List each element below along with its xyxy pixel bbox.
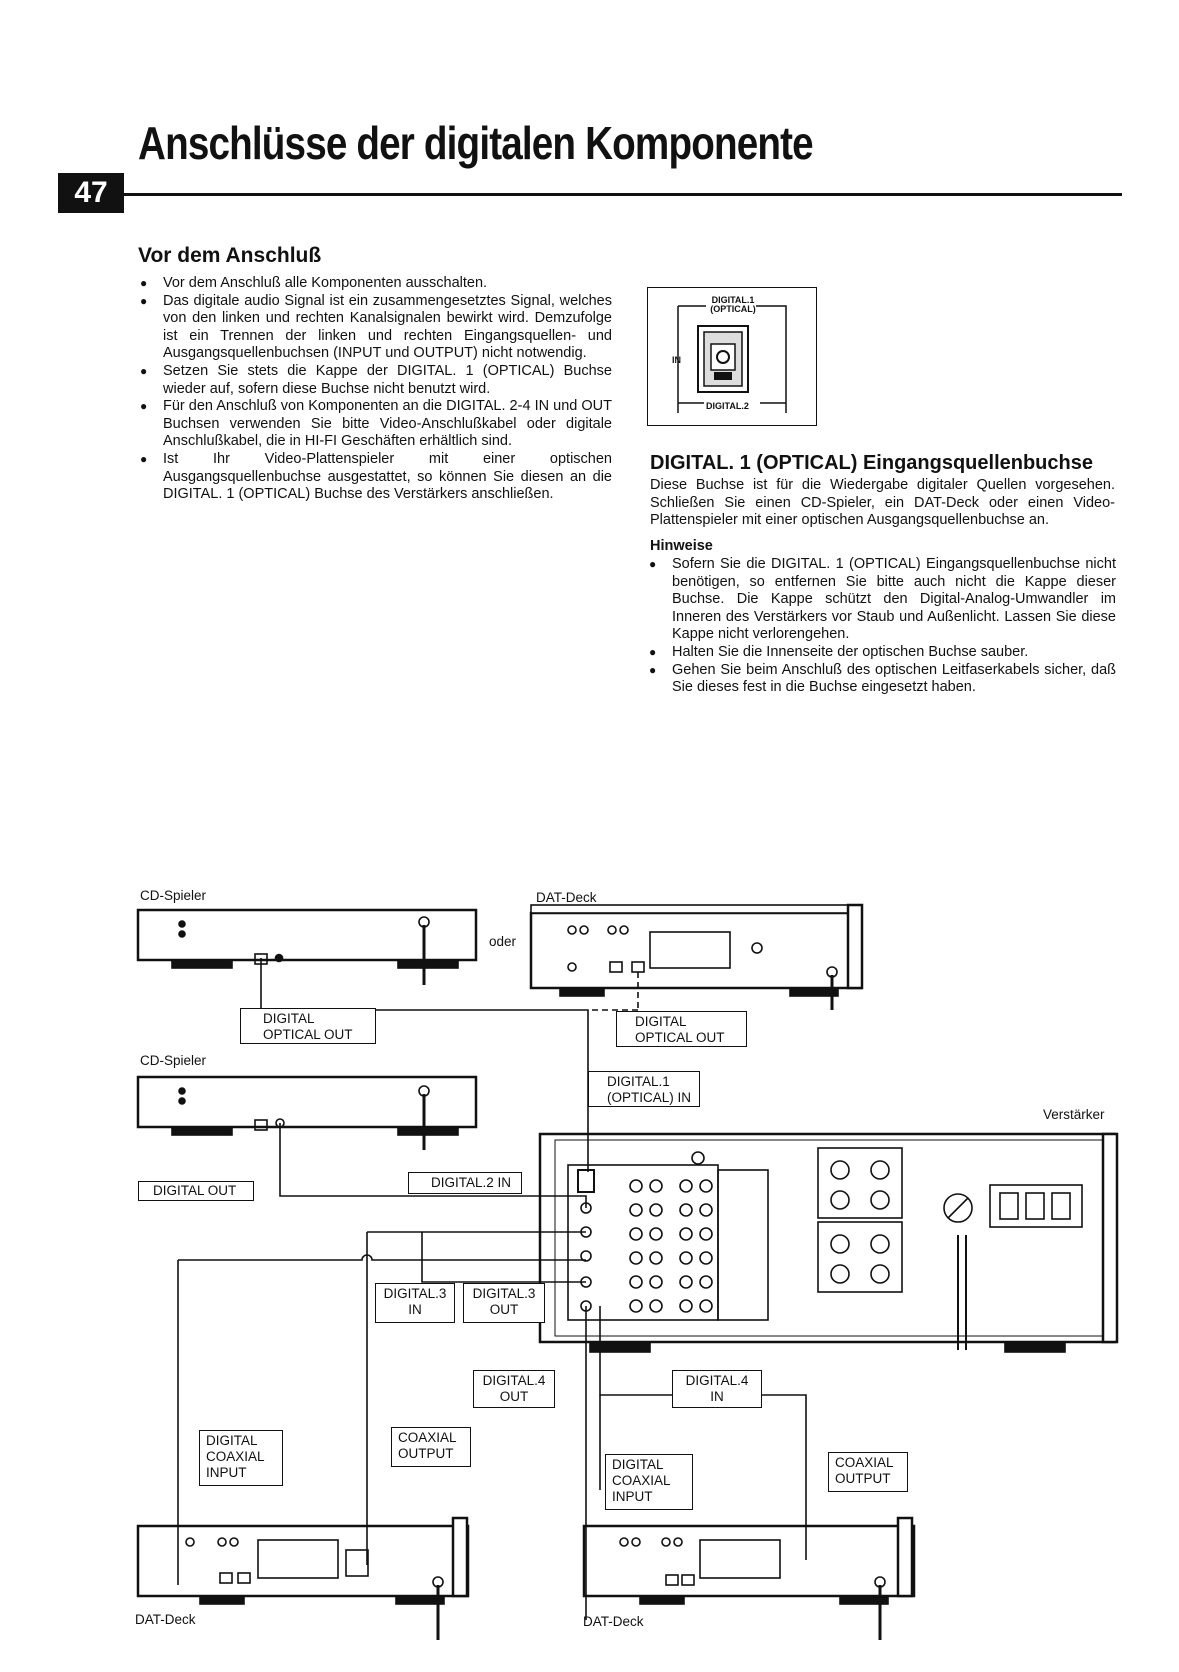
callout-text: DIGITAL — [206, 1433, 258, 1448]
optical-input-description: Diese Buchse ist für die Wiedergabe digi… — [650, 477, 1115, 529]
list-item: Für den Anschluß von Komponenten an die … — [137, 398, 612, 451]
figure-label-digital1: DIGITAL.1 (OPTICAL) — [708, 296, 758, 314]
callout-text: OPTICAL OUT — [635, 1030, 725, 1045]
title-rule — [124, 193, 1122, 196]
callout-text: OUTPUT — [398, 1446, 454, 1461]
list-item: Das digitale audio Signal ist ein zusamm… — [137, 293, 612, 363]
dat-deck-bottom-right-body — [582, 1524, 916, 1598]
callout-text: DIGITAL — [263, 1011, 315, 1026]
notes-heading: Hinweise — [650, 538, 713, 554]
callout-text: DIGITAL.4 — [482, 1373, 546, 1388]
before-connection-list: Vor dem Anschluß alle Komponenten aussch… — [137, 275, 612, 504]
page-number-badge: 47 — [58, 173, 124, 213]
callout-text: COAXIAL — [835, 1455, 894, 1470]
callout-digital1-optical-in: DIGITAL.1 (OPTICAL) IN — [588, 1071, 700, 1107]
list-item: Halten Sie die Innenseite der optischen … — [646, 644, 1116, 662]
callout-text: IN — [408, 1302, 422, 1317]
callout-text: DIGITAL OUT — [153, 1183, 237, 1198]
callout-digital4-in: DIGITAL.4 IN — [672, 1370, 762, 1408]
cd-player-1-foot-left — [171, 959, 233, 969]
page-title: Anschlüsse der digitalen Komponente — [138, 117, 814, 169]
dat-deck-top-body — [529, 911, 863, 990]
callout-text: DIGITAL.3 — [472, 1286, 536, 1301]
callout-cd-optical-out: DIGITAL OPTICAL OUT — [240, 1008, 376, 1044]
callout-text: OPTICAL OUT — [263, 1027, 353, 1042]
callout-dat-optical-out: DIGITAL OPTICAL OUT — [616, 1011, 747, 1047]
cd-player-1-body — [136, 908, 478, 962]
label-oder: oder — [489, 934, 517, 949]
cd-player-2-body — [136, 1075, 478, 1129]
callout-text: DIGITAL — [612, 1457, 664, 1472]
list-item: Sofern Sie die DIGITAL. 1 (OPTICAL) Eing… — [646, 556, 1116, 644]
callout-digital2-in: DIGITAL.2 IN — [408, 1172, 522, 1194]
callout-text: OUT — [489, 1302, 519, 1317]
callout-text: OUTPUT — [835, 1471, 891, 1486]
callout-digital-out: DIGITAL OUT — [138, 1181, 254, 1201]
label-amplifier: Verstärker — [1043, 1107, 1105, 1122]
cd-player-1-foot-right — [397, 959, 459, 969]
callout-text: COAXIAL — [612, 1473, 671, 1488]
callout-text: (OPTICAL) IN — [607, 1090, 692, 1105]
list-item: Ist Ihr Video-Plattenspieler mit einer o… — [137, 451, 612, 504]
list-item: Gehen Sie beim Anschluß des optischen Le… — [646, 662, 1116, 697]
label-dat-deck-bottom-right: DAT-Deck — [583, 1614, 644, 1629]
callout-text: INPUT — [206, 1465, 247, 1480]
callout-text: COAXIAL — [398, 1430, 457, 1445]
list-item: Vor dem Anschluß alle Komponenten aussch… — [137, 275, 612, 293]
callout-text: OUT — [499, 1389, 529, 1404]
callout-text: INPUT — [612, 1489, 653, 1504]
section-heading-before-connection: Vor dem Anschluß — [138, 244, 322, 267]
list-item: Setzen Sie stets die Kappe der DIGITAL. … — [137, 363, 612, 398]
figure-label-digital1-line1: DIGITAL.1 — [711, 295, 755, 305]
callout-text: DIGITAL.1 — [607, 1074, 670, 1089]
label-cd-player-1: CD-Spieler — [140, 888, 207, 903]
callout-digital3-in: DIGITAL.3 IN — [375, 1283, 455, 1323]
label-dat-deck-top: DAT-Deck — [536, 890, 597, 905]
optical-jack-drawing — [677, 305, 787, 413]
callout-digital4-out: DIGITAL.4 OUT — [473, 1370, 555, 1408]
callout-coax-output-right: COAXIAL OUTPUT — [828, 1452, 908, 1492]
callout-coax-input-left: DIGITAL COAXIAL INPUT — [199, 1430, 283, 1486]
callout-text: DIGITAL — [635, 1014, 687, 1029]
optical-jack-figure: DIGITAL.1 (OPTICAL) IN DIGITAL.2 — [647, 287, 817, 426]
figure-label-digital2: DIGITAL.2 — [706, 401, 749, 411]
callout-text: IN — [710, 1389, 724, 1404]
callout-text: DIGITAL.4 — [685, 1373, 749, 1388]
callout-digital3-out: DIGITAL.3 OUT — [463, 1283, 545, 1323]
amplifier-body — [538, 1132, 1117, 1344]
callout-coax-input-right: DIGITAL COAXIAL INPUT — [605, 1454, 693, 1510]
label-cd-player-2: CD-Spieler — [140, 1053, 207, 1068]
callout-coax-output-left: COAXIAL OUTPUT — [391, 1427, 471, 1467]
callout-text: COAXIAL — [206, 1449, 265, 1464]
callout-text: DIGITAL.3 — [383, 1286, 447, 1301]
section-heading-optical-input: DIGITAL. 1 (OPTICAL) Eingangsquellenbuch… — [650, 452, 1093, 474]
figure-label-in: IN — [672, 355, 681, 365]
label-dat-deck-bottom-left: DAT-Deck — [135, 1612, 196, 1627]
figure-label-digital1-line2: (OPTICAL) — [710, 304, 756, 314]
notes-list: Sofern Sie die DIGITAL. 1 (OPTICAL) Eing… — [646, 556, 1116, 697]
dat-deck-bottom-left-body — [136, 1524, 470, 1598]
callout-text: DIGITAL.2 IN — [431, 1175, 512, 1190]
